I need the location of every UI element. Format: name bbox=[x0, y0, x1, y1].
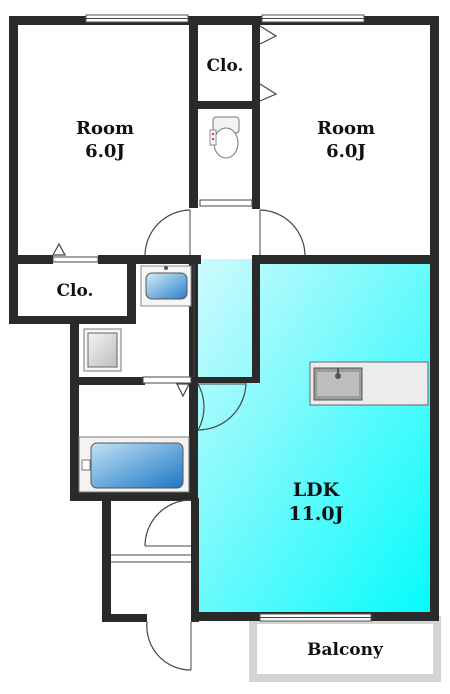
ldk-size: 11.0J bbox=[288, 503, 343, 525]
closet-left-label: Clo. bbox=[57, 281, 94, 301]
washbasin-icon bbox=[140, 265, 192, 307]
room-left-size: 6.0J bbox=[85, 141, 125, 162]
windows bbox=[85, 14, 372, 622]
room-right-name: Room bbox=[317, 118, 375, 139]
bathtub-icon bbox=[78, 436, 190, 493]
room-right-size: 6.0J bbox=[326, 141, 366, 162]
kitchen-counter-icon bbox=[309, 361, 429, 406]
closet-top-label: Clo. bbox=[207, 56, 244, 76]
ldk-floor bbox=[196, 259, 437, 619]
room-left-name: Room bbox=[76, 118, 134, 139]
ldk-name: LDK bbox=[293, 479, 341, 501]
balcony-label: Balcony bbox=[307, 640, 384, 660]
doors bbox=[51, 25, 306, 671]
washing-machine-icon bbox=[83, 328, 122, 372]
toilet-icon bbox=[209, 116, 240, 159]
balcony-area bbox=[249, 616, 441, 682]
